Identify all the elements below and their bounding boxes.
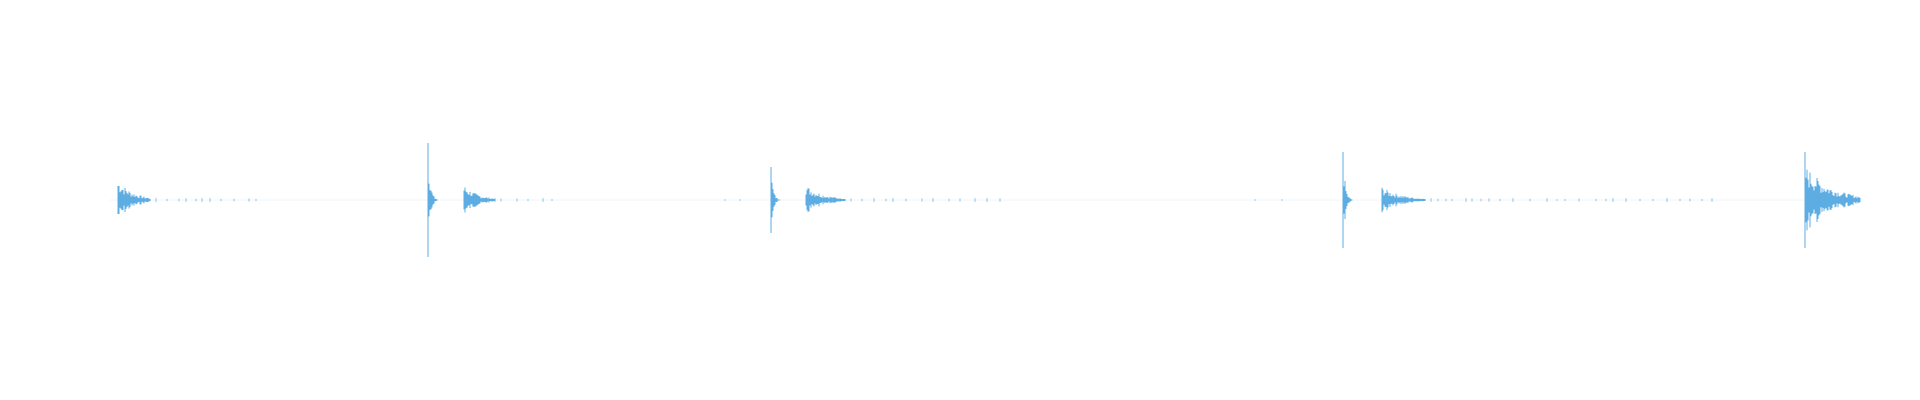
waveform-trace <box>117 143 1861 257</box>
